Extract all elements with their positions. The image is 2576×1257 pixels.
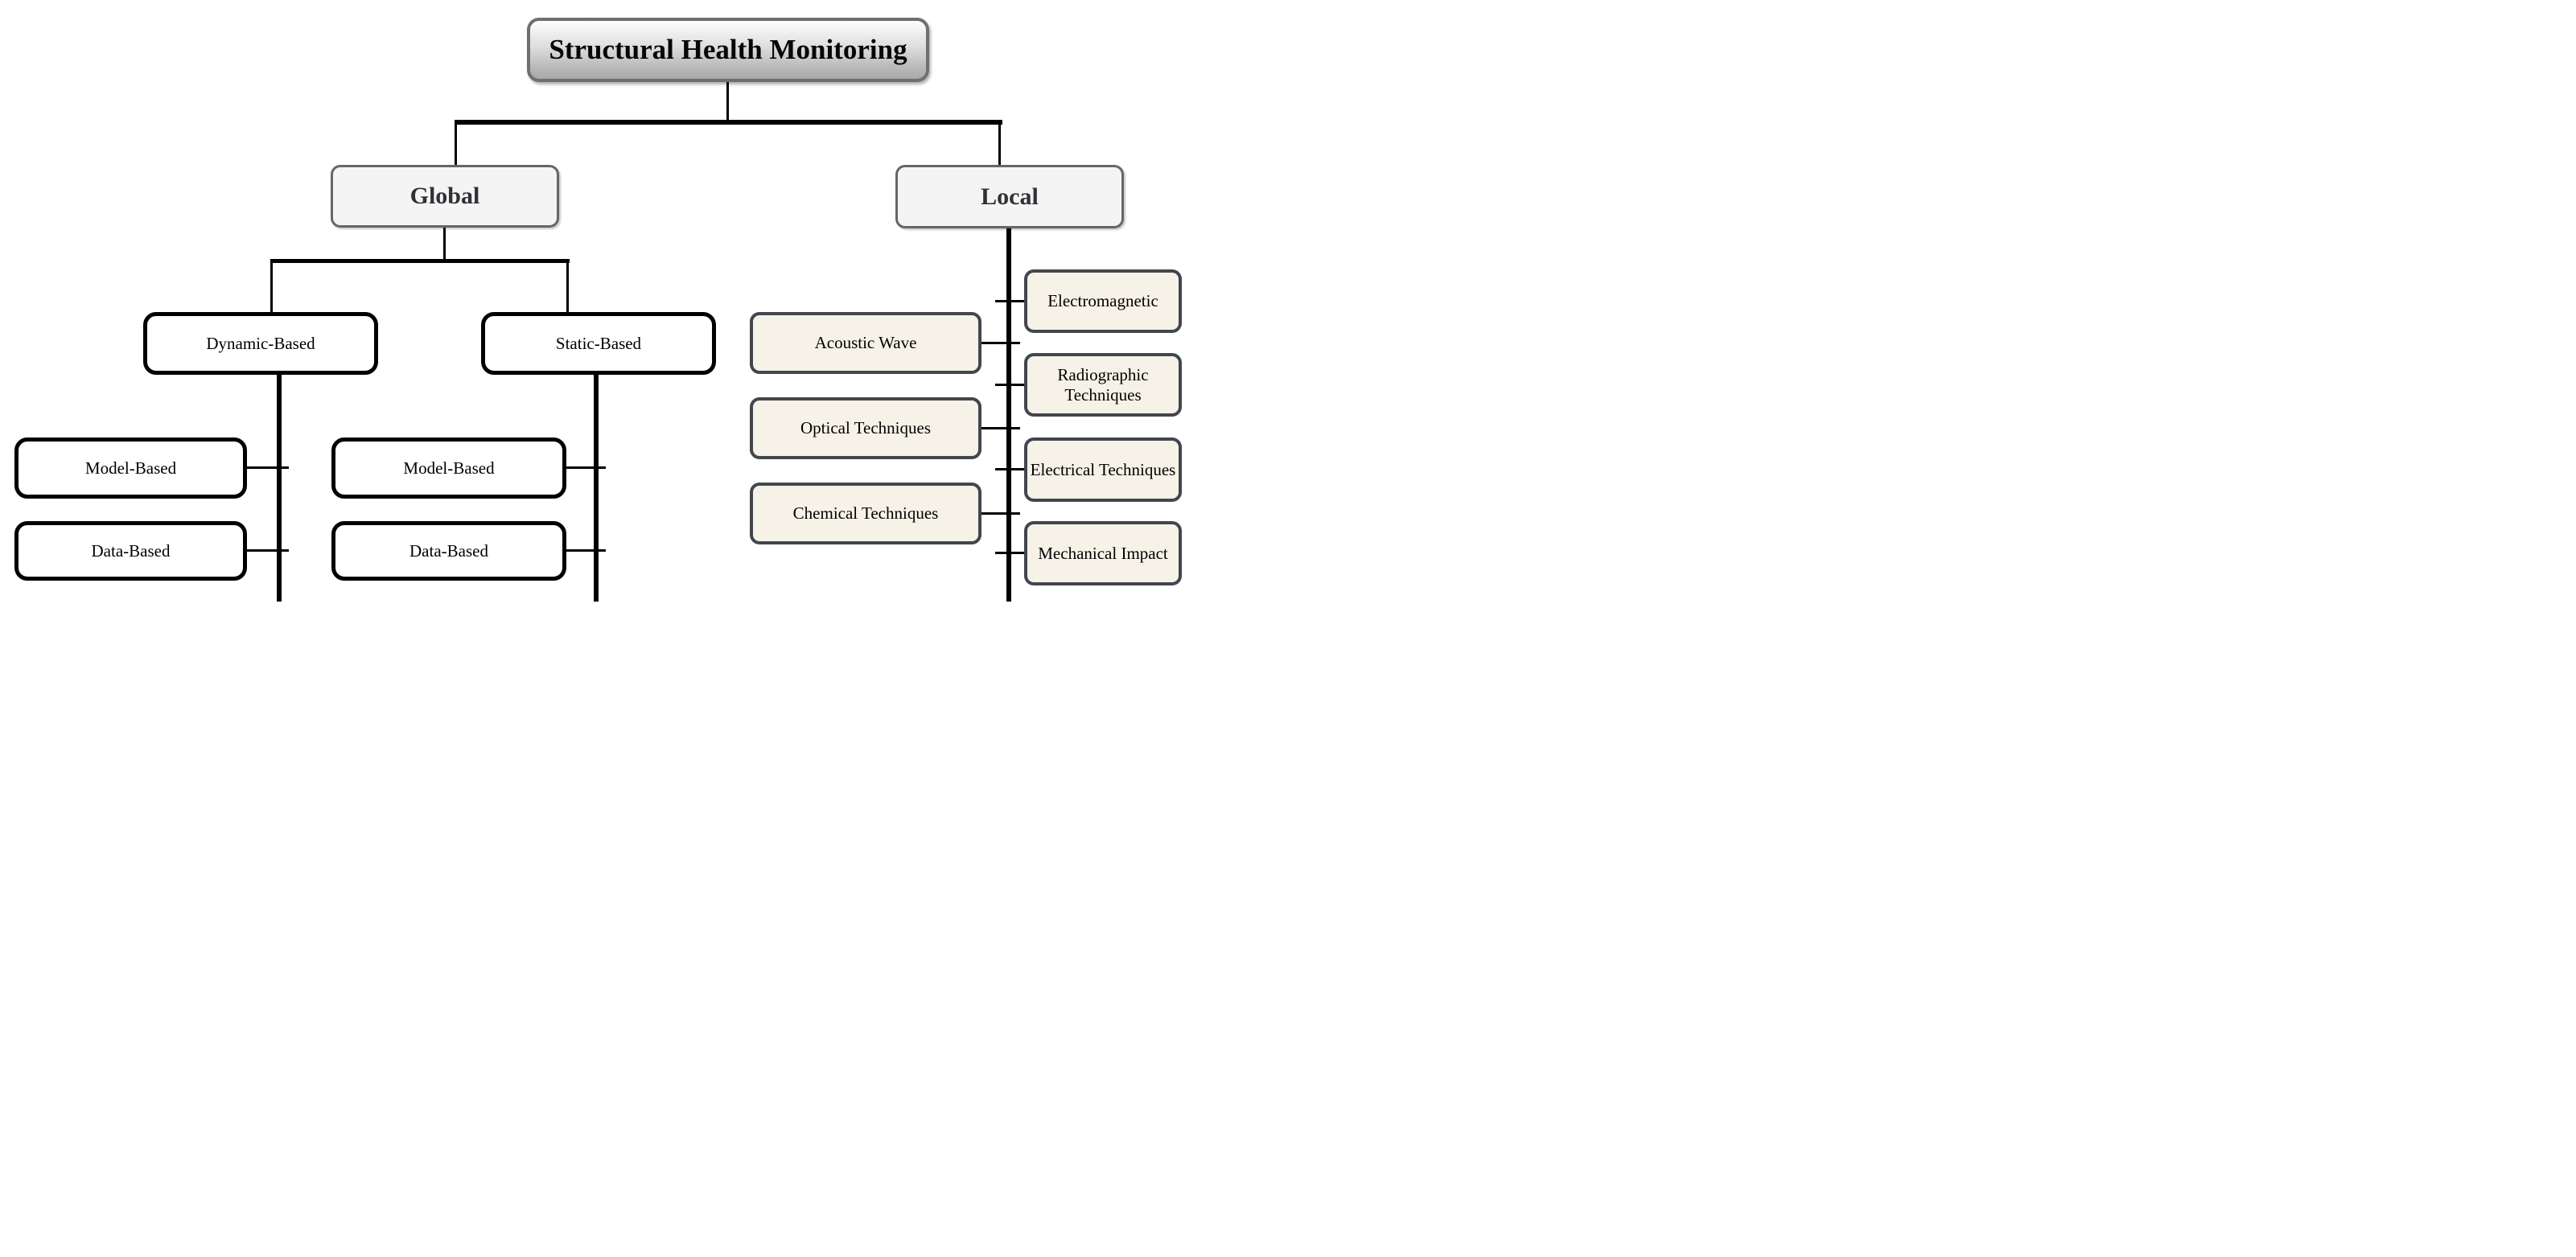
- trunk-local: [1006, 228, 1011, 602]
- node-label: Structural Health Monitoring: [549, 34, 907, 65]
- node-model-based-static: Model-Based: [331, 437, 566, 499]
- node-local: Local: [895, 165, 1124, 228]
- line-drop-local: [998, 125, 1001, 165]
- line-global-horizontal: [270, 259, 570, 263]
- node-label: Optical Techniques: [800, 418, 931, 437]
- line-drop-dynamic: [270, 263, 273, 312]
- shm-flowchart: Structural Health Monitoring Global Loca…: [0, 0, 1288, 628]
- node-label: Chemical Techniques: [792, 503, 939, 523]
- node-acoustic-wave: Acoustic Wave: [750, 312, 981, 374]
- node-chemical-techniques: Chemical Techniques: [750, 483, 981, 544]
- connector-data-static: [566, 549, 606, 552]
- trunk-static: [594, 375, 599, 602]
- node-label: Electrical Techniques: [1030, 459, 1176, 479]
- node-dynamic-based: Dynamic-Based: [143, 312, 378, 375]
- node-mechanical-impact: Mechanical Impact: [1024, 521, 1182, 585]
- node-static-based: Static-Based: [481, 312, 716, 375]
- node-label: Electromagnetic: [1047, 291, 1158, 310]
- node-global: Global: [331, 165, 559, 228]
- node-electrical-techniques: Electrical Techniques: [1024, 437, 1182, 502]
- connector-electrical: [995, 468, 1024, 470]
- node-label: Local: [981, 183, 1039, 210]
- node-electromagnetic: Electromagnetic: [1024, 269, 1182, 333]
- node-label: Model-Based: [403, 458, 495, 478]
- node-label: Mechanical Impact: [1038, 543, 1168, 563]
- node-label: Data-Based: [409, 540, 488, 561]
- node-root-title: Structural Health Monitoring: [527, 18, 929, 82]
- trunk-dynamic: [277, 375, 282, 602]
- node-label: Model-Based: [84, 458, 177, 478]
- connector-acoustic: [981, 342, 1020, 344]
- node-radiographic-techniques: Radiographic Techniques: [1024, 353, 1182, 417]
- line-main-horizontal: [455, 120, 1002, 125]
- node-label: Dynamic-Based: [206, 333, 315, 353]
- connector-model-dynamic: [247, 466, 289, 469]
- node-data-based-static: Data-Based: [331, 521, 566, 581]
- connector-mechanical: [995, 552, 1024, 554]
- node-label: Global: [409, 183, 480, 209]
- node-label: Radiographic Techniques: [1057, 364, 1149, 405]
- connector-electromagnetic: [995, 300, 1024, 302]
- line-drop-static: [566, 263, 569, 312]
- node-label: Data-Based: [91, 540, 171, 561]
- node-data-based-dynamic: Data-Based: [14, 521, 247, 581]
- connector-model-static: [566, 466, 606, 469]
- node-label: Acoustic Wave: [814, 333, 917, 352]
- node-label: Static-Based: [555, 333, 642, 353]
- line-drop-global: [455, 125, 457, 165]
- node-optical-techniques: Optical Techniques: [750, 397, 981, 459]
- line-global-drop: [443, 228, 446, 259]
- line-title-drop: [726, 82, 729, 120]
- connector-optical: [981, 427, 1020, 429]
- node-model-based-dynamic: Model-Based: [14, 437, 247, 499]
- connector-chemical: [981, 512, 1020, 515]
- connector-data-dynamic: [247, 549, 289, 552]
- connector-radiographic: [995, 384, 1024, 386]
